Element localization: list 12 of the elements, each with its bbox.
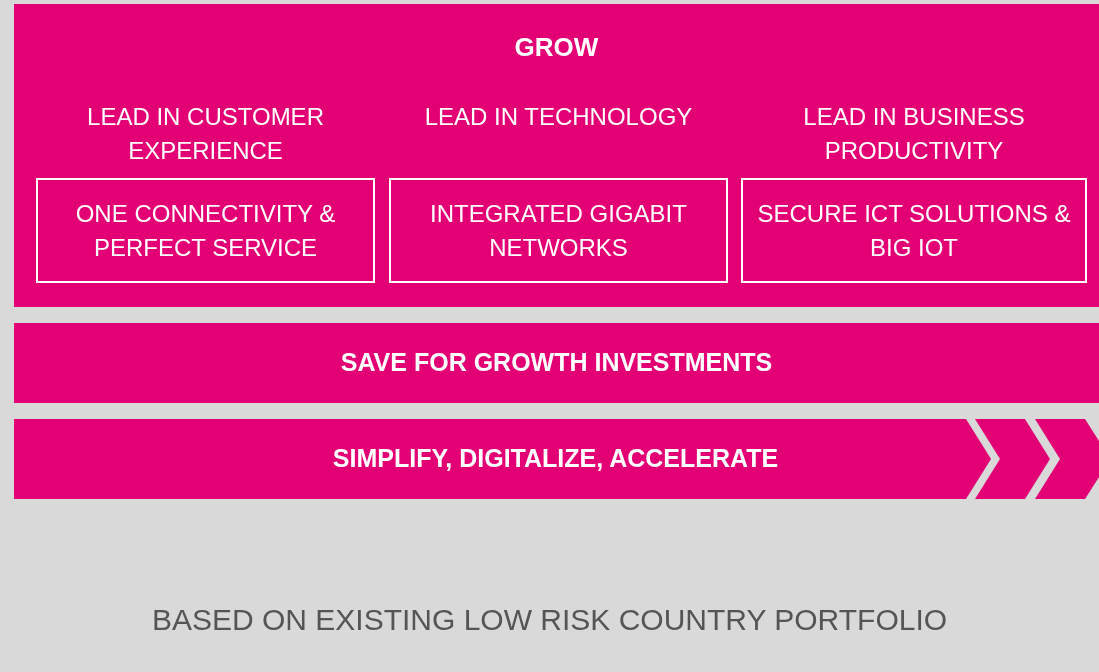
band [14,323,1099,403]
box-text: ONE CONNECTIVITY & PERFECT SERVICE [74,198,337,263]
footnote-text: BASED ON EXISTING LOW RISK COUNTRY PORTFOLIO [150,602,949,638]
column-heading: LEAD IN BUSINESS PRODUCTIVITY [802,102,1026,166]
box-text: INTEGRATED GIGABIT NETWORKS [429,198,688,263]
box-text: SECURE ICT SOLUTIONS & BIG IOT [756,198,1072,263]
band-title: SIMPLIFY, DIGITALIZE, ACCELERATE [331,443,780,473]
column-heading: LEAD IN CUSTOMER EXPERIENCE [86,102,325,166]
band [14,4,1099,307]
column-heading: LEAD IN TECHNOLOGY [423,102,694,132]
band-title: GROW [513,32,600,64]
band-title: SAVE FOR GROWTH INVESTMENTS [339,347,774,377]
